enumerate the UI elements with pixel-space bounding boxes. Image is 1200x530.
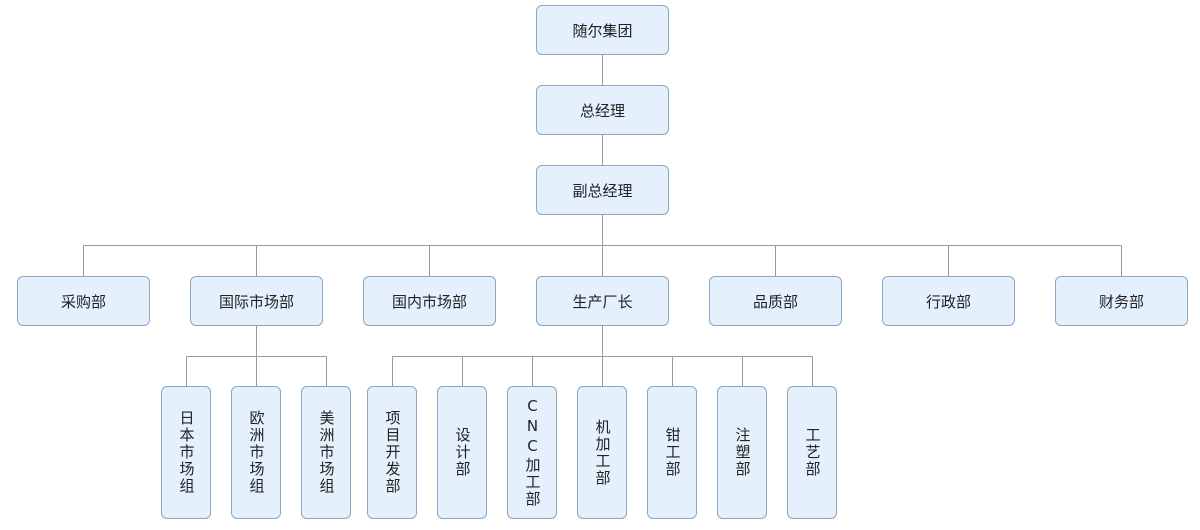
node-dept-production-label: 生产厂长 — [572, 292, 633, 311]
node-sub-project-development-label: 项目开发部 — [383, 410, 402, 495]
node-root-label: 随尔集团 — [572, 21, 633, 40]
node-sub-cnc-machining: CNC加工部 — [507, 386, 557, 519]
node-sub-machining-label: 机加工部 — [593, 418, 612, 487]
node-group-japan-market: 日本市场组 — [161, 386, 211, 519]
node-dept-domestic-market-label: 国内市场部 — [391, 292, 467, 311]
node-vice-general-manager: 副总经理 — [536, 165, 669, 215]
node-sub-injection-molding: 注塑部 — [717, 386, 767, 519]
node-sub-process-engineering: 工艺部 — [787, 386, 837, 519]
node-root: 随尔集团 — [536, 5, 669, 55]
node-sub-injection-molding-label: 注塑部 — [733, 427, 752, 478]
node-sub-cnc-machining-label: CNC加工部 — [523, 397, 542, 508]
node-dept-purchasing-label: 采购部 — [60, 292, 106, 311]
node-group-america-market: 美洲市场组 — [301, 386, 351, 519]
node-dept-quality: 品质部 — [709, 276, 842, 326]
node-group-japan-market-label: 日本市场组 — [177, 410, 196, 495]
node-dept-production: 生产厂长 — [536, 276, 669, 326]
node-sub-fitter-label: 钳工部 — [663, 427, 682, 478]
node-sub-process-engineering-label: 工艺部 — [803, 427, 822, 478]
node-vice-general-manager-label: 副总经理 — [572, 181, 633, 200]
node-dept-domestic-market: 国内市场部 — [363, 276, 496, 326]
node-sub-machining: 机加工部 — [577, 386, 627, 519]
node-group-europe-market-label: 欧洲市场组 — [247, 410, 266, 495]
node-general-manager-label: 总经理 — [579, 101, 625, 120]
node-dept-quality-label: 品质部 — [752, 292, 798, 311]
node-dept-international-market-label: 国际市场部 — [218, 292, 294, 311]
node-group-america-market-label: 美洲市场组 — [317, 410, 336, 495]
node-general-manager: 总经理 — [536, 85, 669, 135]
node-sub-design: 设计部 — [437, 386, 487, 519]
node-dept-administration-label: 行政部 — [925, 292, 971, 311]
node-sub-project-development: 项目开发部 — [367, 386, 417, 519]
node-sub-design-label: 设计部 — [453, 427, 472, 478]
node-group-europe-market: 欧洲市场组 — [231, 386, 281, 519]
node-dept-administration: 行政部 — [882, 276, 1015, 326]
node-dept-finance: 财务部 — [1055, 276, 1188, 326]
node-sub-fitter: 钳工部 — [647, 386, 697, 519]
node-dept-international-market: 国际市场部 — [190, 276, 323, 326]
node-dept-purchasing: 采购部 — [17, 276, 150, 326]
node-dept-finance-label: 财务部 — [1098, 292, 1144, 311]
